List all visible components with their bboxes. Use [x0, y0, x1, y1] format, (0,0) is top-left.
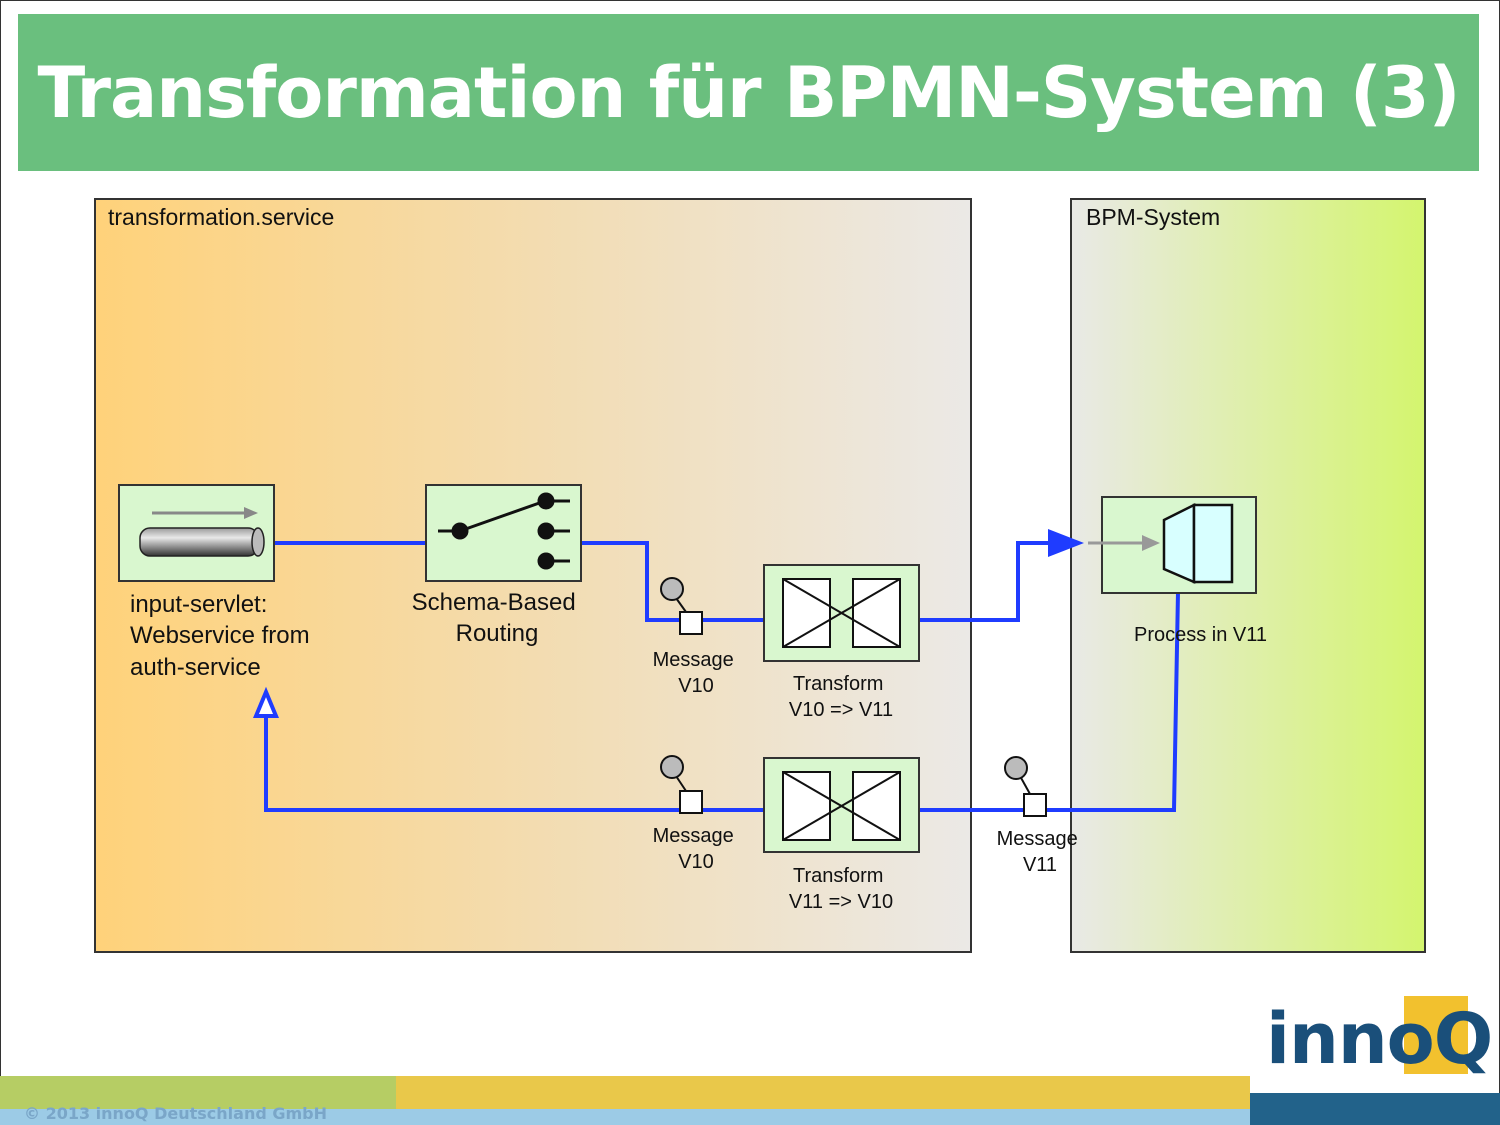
bpm-system-label: BPM-System [1086, 204, 1220, 230]
connector-return-to-input [264, 712, 764, 812]
message-icon-bottom-right [1004, 756, 1047, 817]
transformation-service-label: transformation.service [108, 204, 334, 230]
message-icon-top [660, 577, 703, 635]
title-bar: Transformation für BPMN-System (3) [18, 14, 1479, 171]
arrow-head-to-process [1048, 529, 1084, 557]
stripe-yellow [396, 1076, 1250, 1109]
transformer-icon [782, 771, 901, 841]
connector-process-return [919, 591, 1180, 812]
slide-title: Transformation für BPMN-System (3) [37, 51, 1460, 134]
transform-bottom-component [763, 757, 920, 853]
message-bottom-right-label: Message V11 [997, 828, 1084, 876]
stripe-dark-blue [1250, 1093, 1500, 1125]
copyright-text: © 2013 innoQ Deutschland GmbH [24, 1104, 328, 1123]
message-top-label: Message V10 [653, 649, 740, 697]
transformer-icon [782, 578, 901, 648]
transform-top-label: Transform V10 => V11 [789, 673, 893, 721]
routing-component [425, 484, 582, 582]
stripe-green [0, 1076, 396, 1109]
switch-icon [438, 492, 570, 570]
footer-stripes [0, 1076, 1500, 1125]
message-bottom-left-label: Message V10 [653, 825, 740, 873]
routing-label: Schema-Based Routing [412, 589, 583, 647]
logo-text: innoQ [1266, 998, 1493, 1080]
connector-transform-to-process [919, 541, 1060, 622]
arrow-head-to-input [253, 686, 279, 718]
message-icon-bottom-left [660, 755, 703, 814]
stripe-light-blue [0, 1109, 1250, 1125]
process-component [1088, 496, 1257, 594]
transform-top-component [763, 564, 920, 662]
connector-lines [264, 541, 1180, 812]
pipe-icon [139, 527, 259, 557]
input-servlet-component [118, 484, 275, 582]
input-servlet-label: input-servlet: Webservice from auth-serv… [130, 591, 316, 681]
innoq-logo: innoQ [1262, 994, 1493, 1084]
transform-bottom-label: Transform V11 => V10 [789, 865, 893, 913]
process-label: Process in V11 [1134, 624, 1267, 646]
process-endpoint-icon [1088, 502, 1234, 584]
connector-routing-to-message [581, 541, 764, 622]
